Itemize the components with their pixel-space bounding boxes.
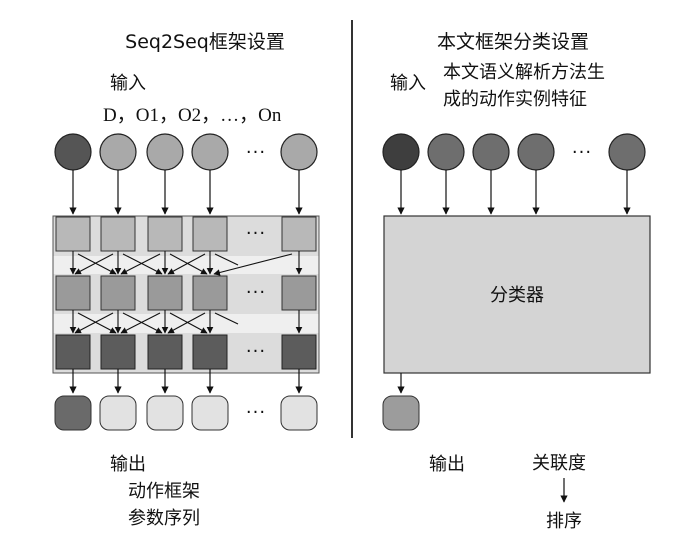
row1-cell [55, 216, 91, 252]
input-node-o1 [99, 133, 137, 171]
right-input-desc-2: 成的动作实例特征 [443, 89, 587, 110]
input-node-on [280, 133, 318, 171]
band-row-3 [53, 333, 319, 373]
left-output-nodes: ··· [54, 395, 318, 431]
row3-ellipsis: ··· [246, 341, 266, 362]
rank-label: 排序 [546, 511, 582, 532]
row1-row2-connections [69, 251, 303, 276]
band-frame [52, 215, 320, 374]
seq2seq-title: Seq2Seq框架设置 [125, 31, 285, 53]
feature-arrows [397, 170, 631, 215]
input-arrows [69, 170, 303, 215]
row3-cell [100, 334, 136, 370]
row2-cell [100, 275, 136, 311]
row3-cell [281, 334, 317, 370]
row1-ellipsis: ··· [246, 223, 266, 244]
row2-cell [147, 275, 183, 311]
row2-cell [192, 275, 228, 311]
left-output-desc-1: 动作框架 [128, 481, 200, 502]
row2-row3-connections [69, 310, 303, 334]
left-input-label: 输入 [110, 73, 146, 94]
row3-cell [192, 334, 228, 370]
hidden-row-3: ··· [55, 334, 317, 370]
row2-cell [281, 275, 317, 311]
row2-ellipsis: ··· [246, 282, 266, 303]
right-output-label: 输出 [429, 454, 465, 475]
feature-node-last [608, 133, 646, 171]
output-arrows [69, 369, 303, 394]
left-input-nodes: ··· [54, 133, 318, 171]
band-row-1 [53, 216, 319, 256]
band-row-2 [53, 274, 319, 314]
relevance-label: 关联度 [532, 453, 586, 474]
feature-node-first [382, 133, 420, 171]
feature-node [517, 133, 555, 171]
row1-cell [192, 216, 228, 252]
output-node [54, 395, 92, 431]
input-ellipsis: ··· [246, 142, 266, 163]
classifier-label: 分类器 [490, 285, 544, 306]
input-node-o2 [146, 133, 184, 171]
input-node-o3 [191, 133, 229, 171]
right-input-label: 输入 [390, 73, 426, 94]
output-node [99, 395, 137, 431]
classifier-box [383, 215, 651, 374]
feature-node [427, 133, 465, 171]
seq2seq-panel: Seq2Seq框架设置 输入 D，O1，O2，…，On ··· [52, 31, 320, 529]
output-node [191, 395, 229, 431]
right-input-nodes: ··· [382, 133, 646, 171]
classifier-output-node [382, 395, 420, 431]
output-node [146, 395, 184, 431]
row2-cell [55, 275, 91, 311]
row1-cell [281, 216, 317, 252]
left-input-sequence: D，O1，O2，…，On [103, 105, 282, 126]
row1-cell [147, 216, 183, 252]
feature-ellipsis: ··· [572, 142, 592, 163]
right-input-desc-1: 本文语义解析方法生 [443, 62, 605, 83]
classification-title: 本文框架分类设置 [437, 31, 589, 53]
left-output-label: 输出 [110, 454, 146, 475]
output-ellipsis: ··· [246, 402, 266, 423]
output-node [280, 395, 318, 431]
row3-cell [147, 334, 183, 370]
hidden-row-2: ··· [55, 275, 317, 311]
left-output-desc-2: 参数序列 [128, 508, 200, 529]
row3-cell [55, 334, 91, 370]
layer-bands [52, 215, 320, 374]
input-node-d [54, 133, 92, 171]
feature-node [472, 133, 510, 171]
row1-cell [100, 216, 136, 252]
classification-panel: 本文框架分类设置 输入 本文语义解析方法生 成的动作实例特征 ··· 分类器 输… [382, 31, 651, 532]
